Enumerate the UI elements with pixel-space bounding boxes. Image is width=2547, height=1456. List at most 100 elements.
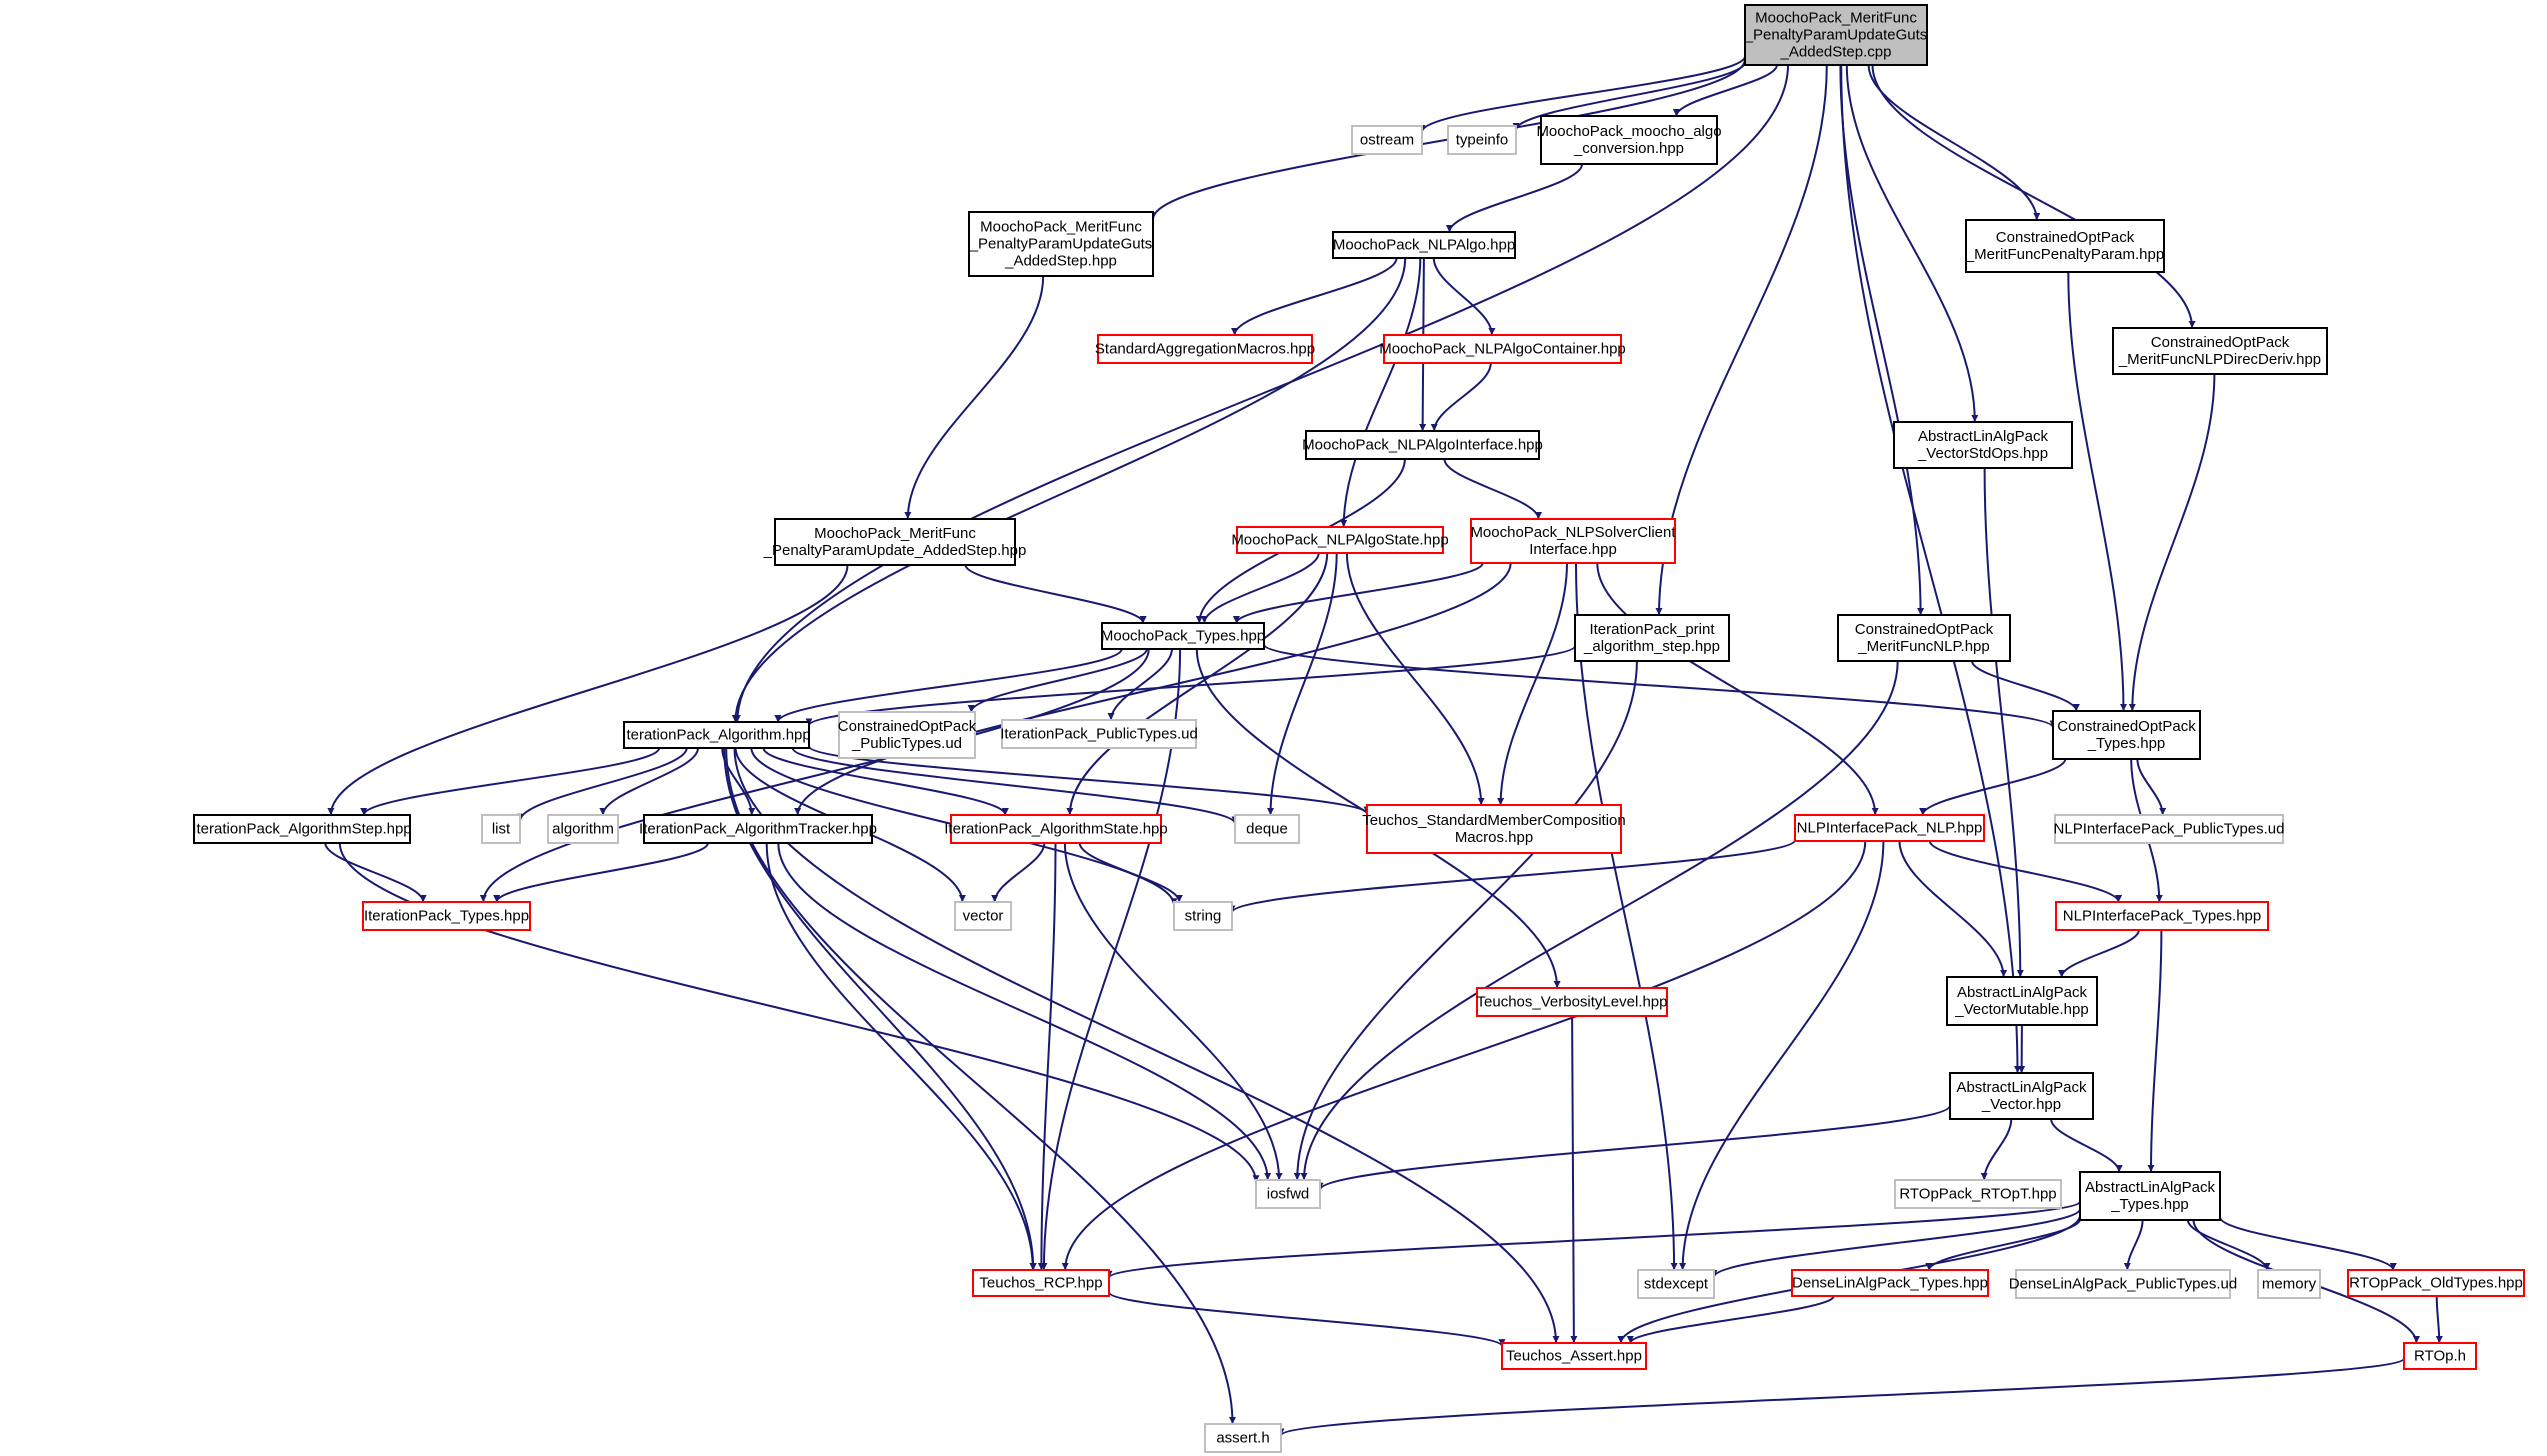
node-oldtypes[interactable]: RTOpPack_OldTypes.hpp	[2347, 1269, 2525, 1297]
node-box-alap_vso	[1893, 421, 2073, 469]
node-nlpi_nlp[interactable]: NLPInterfacePack_NLP.hpp	[1794, 814, 1985, 842]
edge-solverclient-to-smcm	[1497, 562, 1568, 806]
edge-nlpi_nlp-to-alap_vm	[1898, 840, 2008, 978]
node-label-cop_mfnlp-line-0: ConstrainedOptPack	[1855, 621, 1994, 638]
edge-gutsHpp-to-ppupd	[904, 275, 1045, 520]
node-cop_mfnlp[interactable]: ConstrainedOptPack_MeritFuncNLP.hpp	[1837, 614, 2011, 662]
node-label-algostate-line-0: MoochoPack_NLPAlgoState.hpp	[1231, 532, 1448, 549]
node-iosfwd: iosfwd	[1255, 1179, 1321, 1209]
edge-cop_types-to-nlpi_pubtypes	[2136, 758, 2167, 816]
edge-italgo-to-ittracker	[721, 747, 756, 816]
node-box-rcp	[972, 1269, 1110, 1297]
node-label-algorithm-line-0: algorithm	[552, 821, 614, 838]
edge-root-to-cop_mfpp	[1867, 64, 2041, 221]
node-algoif[interactable]: MoochoPack_NLPAlgoInterface.hpp	[1302, 430, 1543, 460]
node-box-verb	[1476, 987, 1668, 1017]
node-assert[interactable]: Teuchos_Assert.hpp	[1501, 1342, 1647, 1370]
node-printalgo[interactable]: IterationPack_print_algorithm_step.hpp	[1574, 614, 1730, 662]
node-typeinfo: typeinfo	[1447, 125, 1517, 155]
node-label-alap_vm-line-1: _VectorMutable.hpp	[1954, 1001, 2088, 1018]
node-label-oldtypes-line-0: RTOpPack_OldTypes.hpp	[2349, 1275, 2523, 1292]
edge-nlpi_nlp-to-nlpi_types	[1928, 840, 2123, 903]
node-box-stdexcept	[1637, 1269, 1715, 1299]
node-rtoph[interactable]: RTOp.h	[2403, 1342, 2477, 1370]
edge-nlpi_types-to-alap_vm	[2058, 929, 2140, 978]
node-itstep[interactable]: IterationPack_AlgorithmStep.hpp	[192, 814, 412, 844]
edge-ittracker-to-ittypes	[493, 842, 709, 903]
node-itstate[interactable]: IterationPack_AlgorithmState.hpp	[944, 814, 1168, 844]
node-dense_types[interactable]: DenseLinAlgPack_Types.hpp	[1791, 1269, 1989, 1297]
node-alap_v[interactable]: AbstractLinAlgPack_Vector.hpp	[1949, 1072, 2094, 1120]
node-label-cop_mfnlpdd-line-0: ConstrainedOptPack	[2151, 334, 2290, 351]
node-mtypes[interactable]: MoochoPack_Types.hpp	[1101, 622, 1265, 650]
node-label-ostream-line-0: ostream	[1360, 132, 1414, 149]
node-box-ittypes	[362, 901, 531, 931]
edge-italgo-to-asserth	[725, 747, 1236, 1425]
node-box-root	[1744, 4, 1928, 66]
node-rtopt: RTOpPack_RTOpT.hpp	[1894, 1179, 2062, 1209]
node-verb[interactable]: Teuchos_VerbosityLevel.hpp	[1476, 987, 1668, 1017]
node-cop_mfpp[interactable]: ConstrainedOptPack_MeritFuncPenaltyParam…	[1965, 219, 2165, 273]
node-label-typeinfo-line-0: typeinfo	[1456, 132, 1509, 149]
edge-algostate-to-mtypes	[1200, 552, 1320, 624]
edge-ittracker-to-rcp	[765, 842, 1037, 1271]
node-box-alap_v	[1949, 1072, 2094, 1120]
node-gutsHpp[interactable]: MoochoPack_MeritFunc_PenaltyParamUpdateG…	[968, 211, 1154, 277]
edge-mtypes-to-cop_types	[1263, 643, 2057, 729]
node-label-list-line-0: list	[492, 821, 511, 838]
edge-ittracker-to-iosfwd	[777, 842, 1272, 1181]
node-label-gutsHpp-line-2: _AddedStep.hpp	[1004, 253, 1117, 270]
node-label-alap_vso-line-1: _VectorStdOps.hpp	[1917, 445, 2048, 462]
node-list: list	[481, 814, 521, 844]
node-label-cop_mfnlp-line-1: _MeritFuncNLP.hpp	[1857, 638, 1989, 655]
node-smcm[interactable]: Teuchos_StandardMemberCompositionMacros.…	[1362, 804, 1626, 854]
edge-alap_vso-to-alap_vm	[1983, 467, 2024, 978]
node-root[interactable]: MoochoPack_MeritFunc_PenaltyParamUpdateG…	[1744, 4, 1928, 66]
node-italgo[interactable]: IterationPack_Algorithm.hpp	[622, 721, 811, 749]
node-label-smcm-line-0: Teuchos_StandardMemberComposition	[1362, 812, 1625, 829]
node-ppupd[interactable]: MoochoPack_MeritFunc_PenaltyParamUpdate_…	[763, 518, 1027, 566]
node-label-alap_v-line-1: _Vector.hpp	[1981, 1096, 2061, 1113]
node-label-it_pubtypes-line-0: IterationPack_PublicTypes.ud	[1000, 726, 1198, 743]
node-box-ppupd	[774, 518, 1016, 566]
edge-cop_mfnlp-to-cop_types	[1971, 660, 2080, 712]
edge-cop_types-to-nlpi_nlp	[1919, 758, 2067, 816]
node-box-alap_types	[2079, 1171, 2221, 1221]
edge-itstep-to-iosfwd	[338, 842, 1260, 1183]
edge-itstate-to-string	[1078, 842, 1183, 903]
node-rcp[interactable]: Teuchos_RCP.hpp	[972, 1269, 1110, 1297]
node-box-cop_mfnlpdd	[2112, 327, 2328, 375]
node-box-algoif	[1305, 430, 1540, 460]
node-alap_types[interactable]: AbstractLinAlgPack_Types.hpp	[2079, 1171, 2221, 1221]
node-algostate[interactable]: MoochoPack_NLPAlgoState.hpp	[1231, 526, 1449, 554]
edge-cop_mfnlpdd-to-cop_types	[2128, 373, 2216, 712]
edge-mtypes-to-italgo	[774, 648, 1123, 723]
node-box-typeinfo	[1447, 125, 1517, 155]
node-nlpi_pubtypes: NLPInterfacePack_PublicTypes.ud	[2054, 814, 2284, 844]
node-vector: vector	[954, 901, 1012, 931]
edge-cop_mfpp-to-cop_types	[2067, 271, 2127, 712]
node-box-mtypes	[1101, 622, 1265, 650]
node-label-solverclient-line-1: Interface.hpp	[1529, 541, 1617, 558]
node-box-ittracker	[643, 814, 873, 844]
node-box-stdagg	[1097, 334, 1313, 364]
node-label-vector-line-0: vector	[963, 908, 1004, 925]
node-ittracker[interactable]: IterationPack_AlgorithmTracker.hpp	[639, 814, 877, 844]
node-label-root-line-0: MoochoPack_MeritFunc	[1755, 10, 1917, 27]
node-nlpi_types[interactable]: NLPInterfacePack_Types.hpp	[2055, 901, 2269, 931]
node-box-string	[1173, 901, 1233, 931]
node-conv[interactable]: MoochoPack_moocho_algo_conversion.hpp	[1536, 115, 1722, 165]
node-ittypes[interactable]: IterationPack_Types.hpp	[362, 901, 531, 931]
node-label-string-line-0: string	[1185, 908, 1222, 925]
node-cop_mfnlpdd[interactable]: ConstrainedOptPack_MeritFuncNLPDirecDeri…	[2112, 327, 2328, 375]
node-nlpalgo[interactable]: MoochoPack_NLPAlgo.hpp	[1332, 231, 1516, 259]
node-alap_vso[interactable]: AbstractLinAlgPack_VectorStdOps.hpp	[1893, 421, 2073, 469]
node-cop_types[interactable]: ConstrainedOptPack_Types.hpp	[2052, 710, 2201, 760]
node-stdagg[interactable]: StandardAggregationMacros.hpp	[1095, 334, 1315, 364]
node-algocont[interactable]: MoochoPack_NLPAlgoContainer.hpp	[1379, 334, 1626, 364]
edge-root-to-italgo	[733, 64, 1789, 723]
node-memory: memory	[2257, 1269, 2321, 1299]
node-alap_vm[interactable]: AbstractLinAlgPack_VectorMutable.hpp	[1946, 976, 2098, 1026]
node-algorithm: algorithm	[547, 814, 619, 844]
